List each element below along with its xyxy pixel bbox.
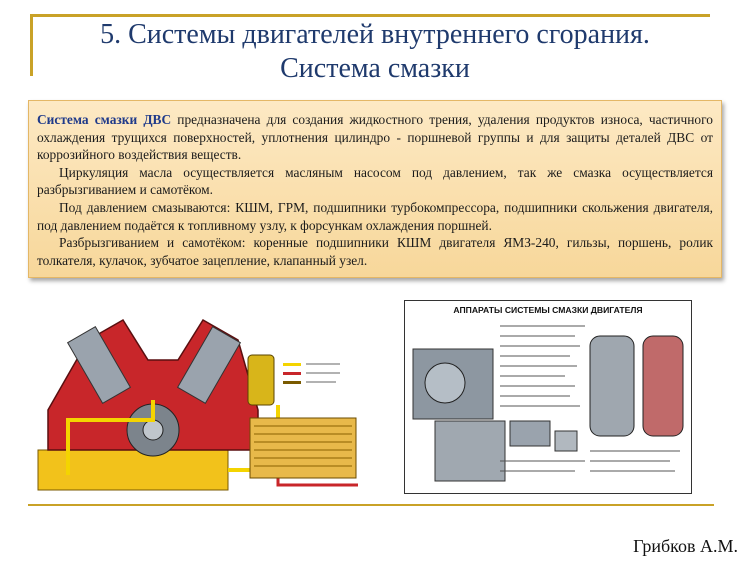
title-frame-left xyxy=(30,14,33,76)
purpose-text: предназначена для создания жидкостного т… xyxy=(37,112,713,163)
description-box: Система смазки ДВС предназначена для соз… xyxy=(28,100,722,278)
engine-lubrication-illustration xyxy=(28,300,362,506)
paragraph-splash: Разбрызгиванием и самотёком: коренные по… xyxy=(37,235,713,268)
slide-title-line1: 5. Системы двигателей внутреннего сгоран… xyxy=(100,19,650,50)
paragraph-pressure: Под давлением смазываются: КШМ, ГРМ, под… xyxy=(37,199,713,233)
title-frame-top xyxy=(30,14,710,17)
author-name: Грибков А.М. xyxy=(633,536,738,556)
engine-cutaway-drawing xyxy=(37,318,358,491)
poster-title: АППАРАТЫ СИСТЕМЫ СМАЗКИ ДВИГАТЕЛЯ xyxy=(453,305,643,315)
bottom-frame-line xyxy=(28,504,714,506)
term-lubrication-system: Система смазки ДВС xyxy=(37,112,172,127)
slide-title: 5. Системы двигателей внутреннего сгоран… xyxy=(40,18,710,86)
paragraph-circulation: Циркуляция масла осуществляется масляным… xyxy=(37,164,713,198)
paragraph-purpose: Система смазки ДВС предназначена для соз… xyxy=(37,111,713,164)
lubrication-apparatus-poster: АППАРАТЫ СИСТЕМЫ СМАЗКИ ДВИГАТЕЛЯ xyxy=(404,300,692,494)
slide-title-line2: Система смазки xyxy=(280,53,470,84)
poster-drawing xyxy=(412,325,684,482)
